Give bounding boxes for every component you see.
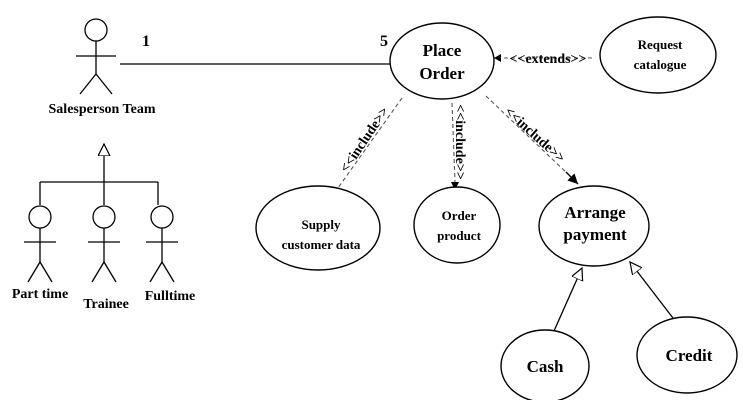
place-order-line-2: Order bbox=[419, 64, 465, 83]
request-catalogue-line-2: catalogue bbox=[634, 57, 687, 72]
usecase-cash: Cash bbox=[500, 329, 590, 400]
place-order-line-1: Place bbox=[423, 41, 462, 60]
actor-generalization bbox=[39, 144, 159, 205]
fulltime-label: Fulltime bbox=[145, 289, 196, 304]
trainee-label: Trainee bbox=[83, 297, 129, 312]
part-time-label: Part time bbox=[12, 287, 68, 302]
arrange-payment-line-1: Arrange bbox=[564, 203, 626, 222]
multiplicity-actor-end: 1 bbox=[142, 33, 150, 50]
generalization-credit bbox=[630, 262, 677, 323]
supply-customer-data-line-1: Supply bbox=[301, 217, 341, 232]
actor-trainee bbox=[88, 205, 120, 283]
include-label-supply: <<include>> bbox=[338, 105, 393, 176]
include-line-arrange-payment bbox=[485, 95, 571, 177]
usecase-place-order: Place Order bbox=[389, 22, 495, 100]
credit-label: Credit bbox=[666, 346, 713, 365]
usecase-arrange-payment: Arrange payment bbox=[538, 185, 650, 267]
extends-label: <<extends>> bbox=[509, 52, 586, 67]
include-arrowhead-order-product bbox=[451, 182, 459, 190]
usecase-request-catalogue: Request catalogue bbox=[599, 16, 717, 94]
actor-fulltime bbox=[146, 205, 178, 283]
generalization-cash bbox=[549, 268, 582, 341]
include-label-arrange-payment: <<include>> bbox=[501, 105, 567, 167]
include-line-supply bbox=[337, 97, 403, 189]
include-label-order-product: <<include>> bbox=[452, 104, 467, 179]
actor-salesperson-team bbox=[76, 18, 116, 95]
multiplicity-usecase-end: 5 bbox=[380, 33, 388, 50]
salesperson-team-label: Salesperson Team bbox=[49, 102, 156, 117]
usecase-credit: Credit bbox=[636, 316, 738, 394]
cash-label: Cash bbox=[527, 357, 564, 376]
include-arrow-arrange-payment bbox=[565, 171, 579, 185]
include-line-order-product bbox=[451, 102, 456, 183]
order-product-line-2: product bbox=[437, 228, 481, 243]
usecase-supply-customer-data: Supply customer data bbox=[255, 185, 381, 271]
request-catalogue-line-1: Request bbox=[638, 37, 683, 52]
order-product-line-1: Order bbox=[442, 208, 477, 223]
usecase-order-product: Order product bbox=[413, 186, 501, 264]
extends-arrowhead bbox=[494, 54, 501, 62]
arrange-payment-line-2: payment bbox=[563, 225, 627, 244]
actor-part-time bbox=[24, 205, 56, 283]
supply-customer-data-line-2: customer data bbox=[282, 237, 361, 252]
